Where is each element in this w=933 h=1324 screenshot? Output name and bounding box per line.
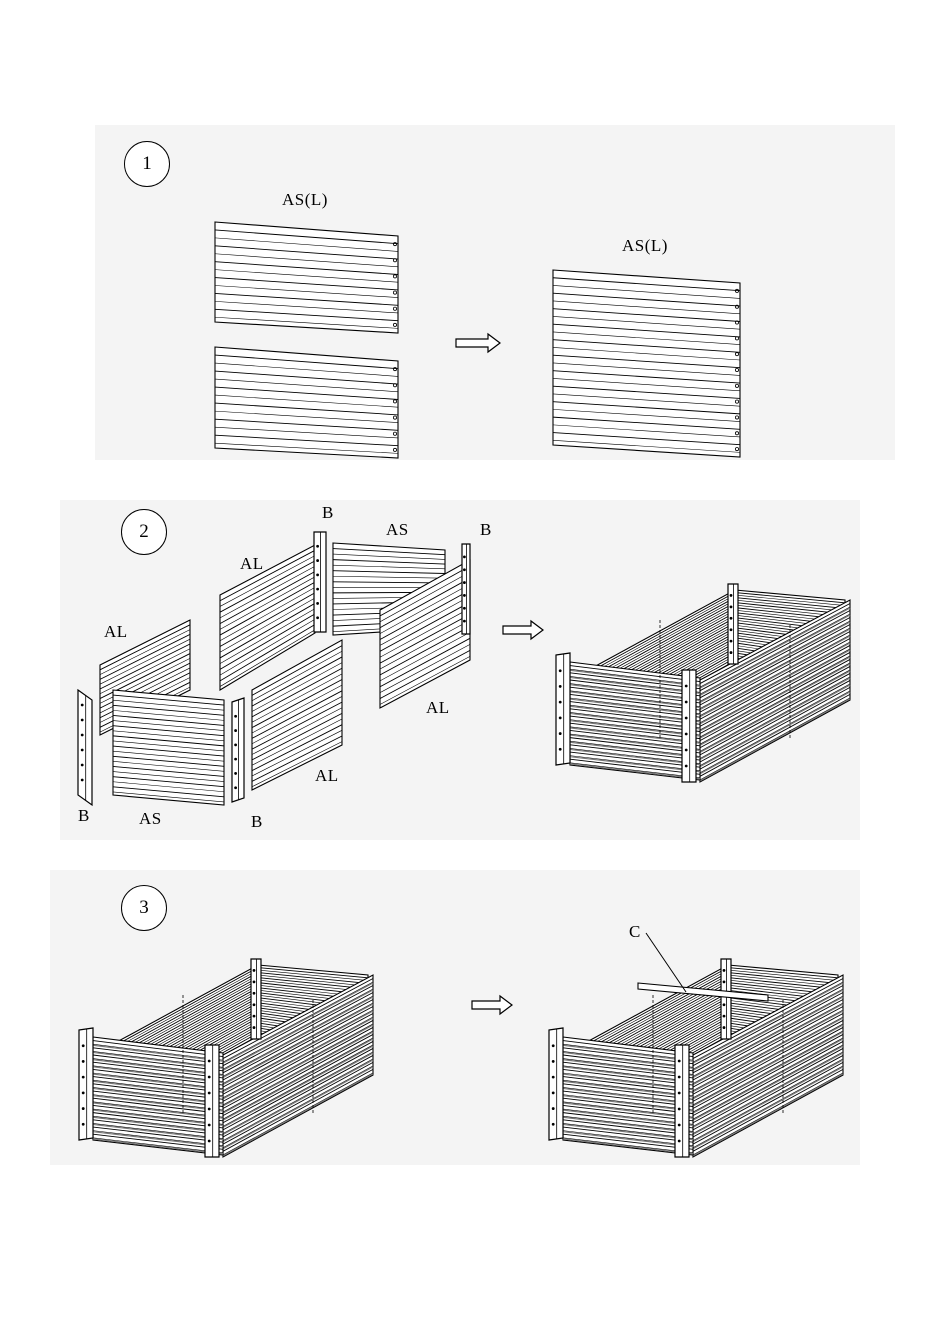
corner-post: [205, 1045, 219, 1157]
step-arrow-icon: [472, 996, 512, 1014]
corner-post-b: [314, 532, 326, 632]
part-label-c: C: [629, 922, 641, 942]
corner-post: [682, 670, 696, 782]
part-label-as-l-assembled: AS(L): [622, 236, 668, 256]
step-number-1: 1: [124, 141, 170, 187]
assembled-bed: [549, 959, 843, 1157]
step-arrow-icon: [456, 334, 500, 352]
assembled-bed: [556, 584, 850, 782]
step-1-drawing: [215, 222, 740, 458]
part-label-b: B: [322, 503, 334, 523]
part-label-al: AL: [426, 698, 450, 718]
part-label-as-l: AS(L): [282, 190, 328, 210]
front-short-wall: [93, 1037, 223, 1155]
part-label-b: B: [78, 806, 90, 826]
corner-post: [721, 959, 731, 1039]
corrugated-panel-as-l-joined: [553, 270, 740, 457]
part-label-as: AS: [386, 520, 409, 540]
corner-post: [556, 653, 570, 765]
corrugated-panel-as-l-bottom: [215, 347, 398, 458]
assembled-bed: [79, 959, 373, 1157]
part-label-al: AL: [240, 554, 264, 574]
part-label-al: AL: [315, 766, 339, 786]
corrugated-panel-as-l-top: [215, 222, 398, 333]
corner-post: [675, 1045, 689, 1157]
step-number-3: 3: [121, 885, 167, 931]
corner-post: [549, 1028, 563, 1140]
step-number-2: 2: [121, 509, 167, 555]
panel-as-front: [113, 690, 224, 805]
front-short-wall: [570, 662, 700, 780]
corner-post: [728, 584, 738, 664]
part-label-b: B: [480, 520, 492, 540]
part-label-al: AL: [104, 622, 128, 642]
corner-post-b: [78, 690, 92, 805]
corner-post: [79, 1028, 93, 1140]
step-arrow-icon: [503, 621, 543, 639]
corner-post: [251, 959, 261, 1039]
step-2-drawing: [78, 532, 850, 805]
corner-post-b: [462, 544, 470, 634]
part-label-b: B: [251, 812, 263, 832]
step-3-drawing: [79, 933, 843, 1157]
front-short-wall: [563, 1037, 693, 1155]
part-label-as: AS: [139, 809, 162, 829]
leader-line-c: [646, 933, 686, 992]
corner-post-b: [232, 698, 244, 802]
